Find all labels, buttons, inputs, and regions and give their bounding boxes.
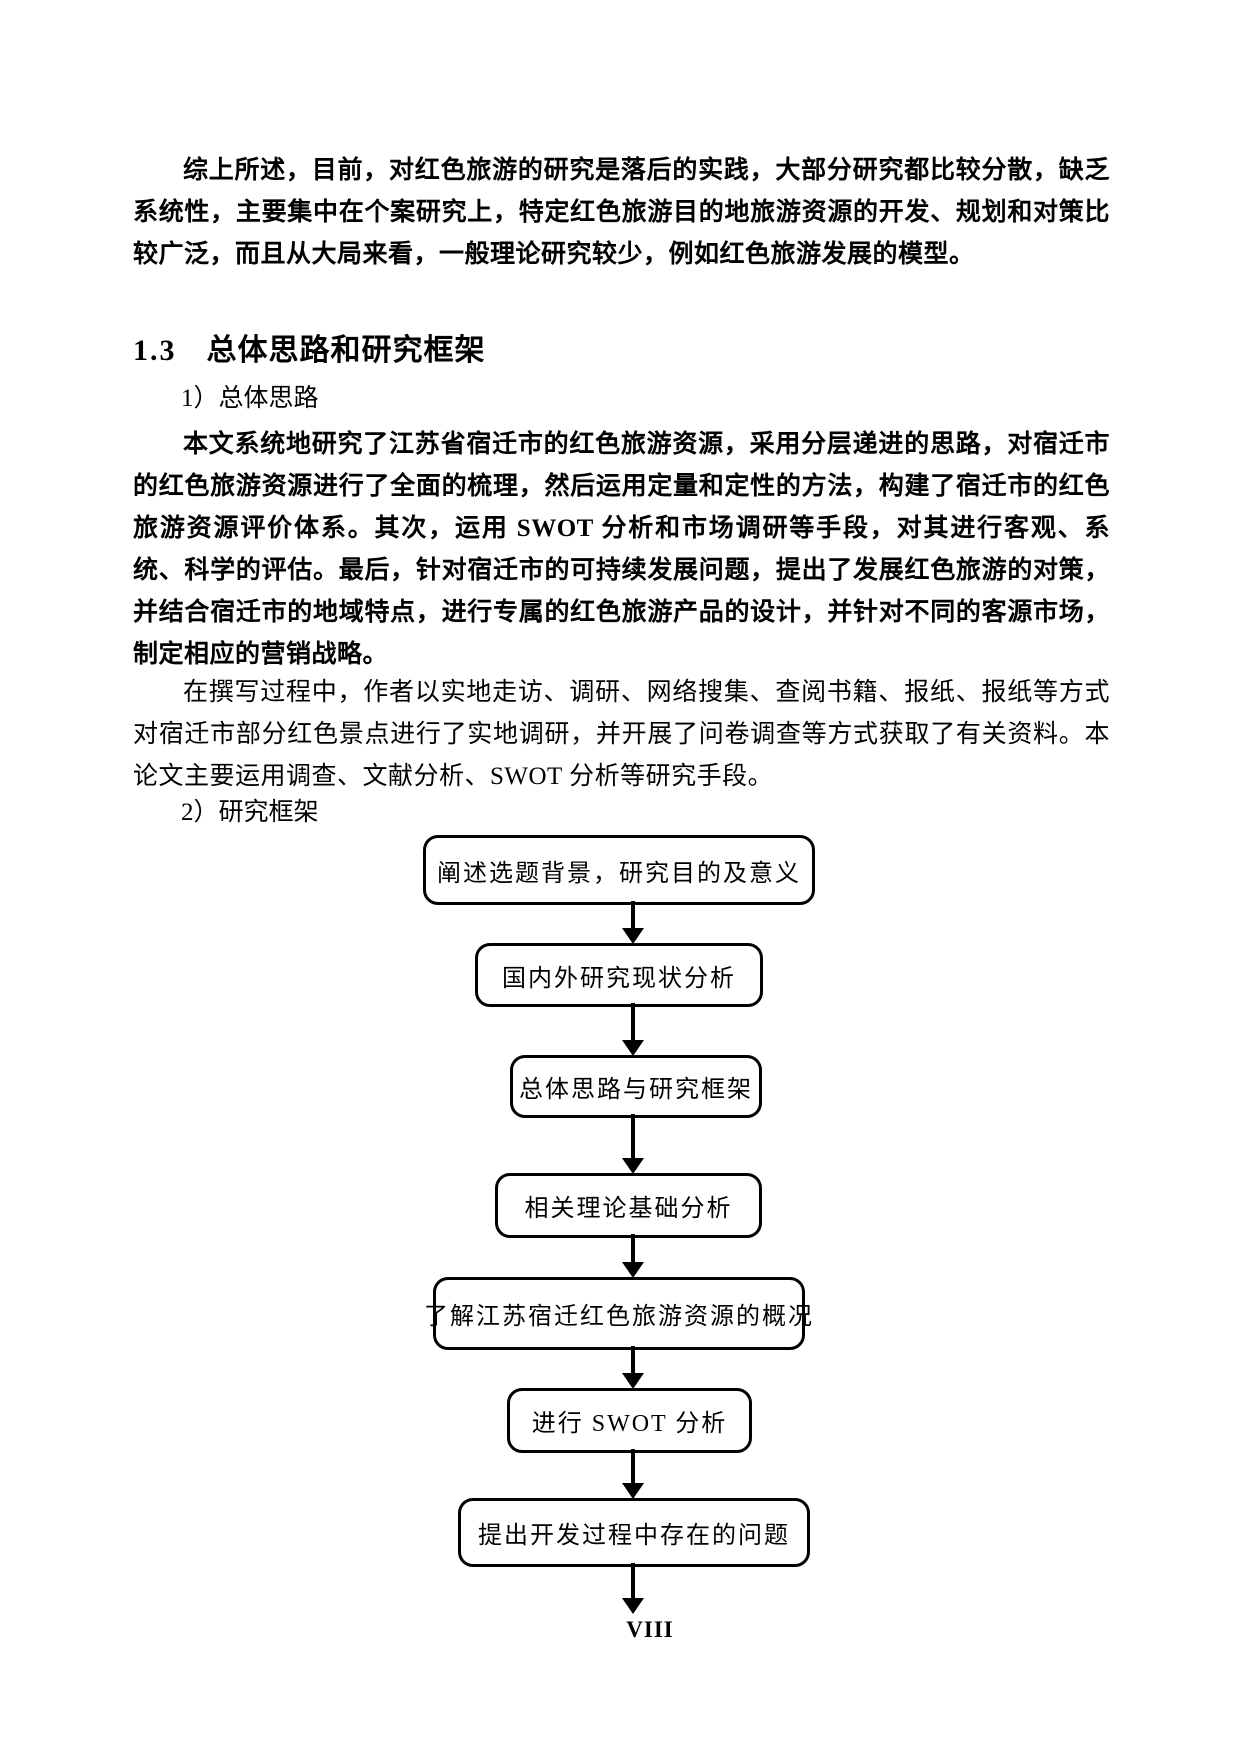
list-item-research-framework: 2）研究框架 [181,799,319,826]
arrow-head [622,1373,644,1389]
arrow-head [622,1262,644,1278]
list-item-overall-approach: 1）总体思路 [181,385,319,412]
arrow-head [622,1158,644,1174]
flowchart-box-label: 国内外研究现状分析 [502,965,736,992]
page-number: VIII [626,1617,674,1642]
flowchart-box-label: 提出开发过程中存在的问题 [478,1523,790,1549]
flowchart-box-label: 进行 SWOT 分析 [531,1411,728,1437]
arrow-head [622,928,644,944]
flowchart-box-overall-framework: 总体思路与研究框架 [510,1055,762,1118]
down-arrow-icon [622,1114,644,1174]
down-arrow-icon [622,1234,644,1278]
paragraph-overall-approach: 本文系统地研究了江苏省宿迁市的红色旅游资源，采用分层递进的思路，对宿迁市的红色旅… [133,431,1110,668]
section-heading: 1.3 总体思路和研究框架 [133,325,486,369]
flowchart-box-resource-overview: 了解江苏宿迁红色旅游资源的概况 [424,1277,812,1350]
flowchart-box-label: 阐述选题背景，研究目的及意义 [437,860,801,887]
flowchart-box-literature-review: 国内外研究现状分析 [475,943,763,1007]
arrow-shaft [631,1234,635,1265]
paragraph-writing-process: 在撰写过程中，作者以实地走访、调研、网络搜集、查阅书籍、报纸、报纸等方式对宿迁市… [133,679,1110,790]
arrow-head [622,1040,644,1056]
down-arrow-icon [622,1003,644,1056]
arrow-shaft [631,1449,635,1486]
section-title: 总体思路和研究框架 [206,334,486,367]
arrow-head [622,1483,644,1499]
flowchart-box-theory-analysis: 相关理论基础分析 [495,1173,762,1238]
arrow-head [622,1598,644,1614]
flowchart-box-label: 总体思路与研究框架 [519,1077,753,1103]
flowchart-box-development-problems: 提出开发过程中存在的问题 [458,1498,810,1567]
arrow-shaft [631,1114,635,1161]
flowchart-box-background-purpose: 阐述选题背景，研究目的及意义 [423,835,815,905]
arrow-shaft [631,1563,635,1601]
flowchart-box-label: 相关理论基础分析 [524,1196,733,1222]
section-number: 1.3 [133,334,177,367]
arrow-shaft [631,1346,635,1376]
arrow-shaft [631,901,635,931]
down-arrow-icon [622,1346,644,1389]
arrow-shaft [631,1003,635,1043]
flowchart-box-swot-analysis: 进行 SWOT 分析 [507,1388,752,1453]
down-arrow-icon [622,1563,644,1614]
flowchart-box-label: 了解江苏宿迁红色旅游资源的概况 [424,1304,814,1330]
down-arrow-icon [622,1449,644,1499]
down-arrow-icon [622,901,644,944]
paragraph-summary: 综上所述，目前，对红色旅游的研究是落后的实践，大部分研究都比较分散，缺乏系统性，… [133,157,1110,268]
